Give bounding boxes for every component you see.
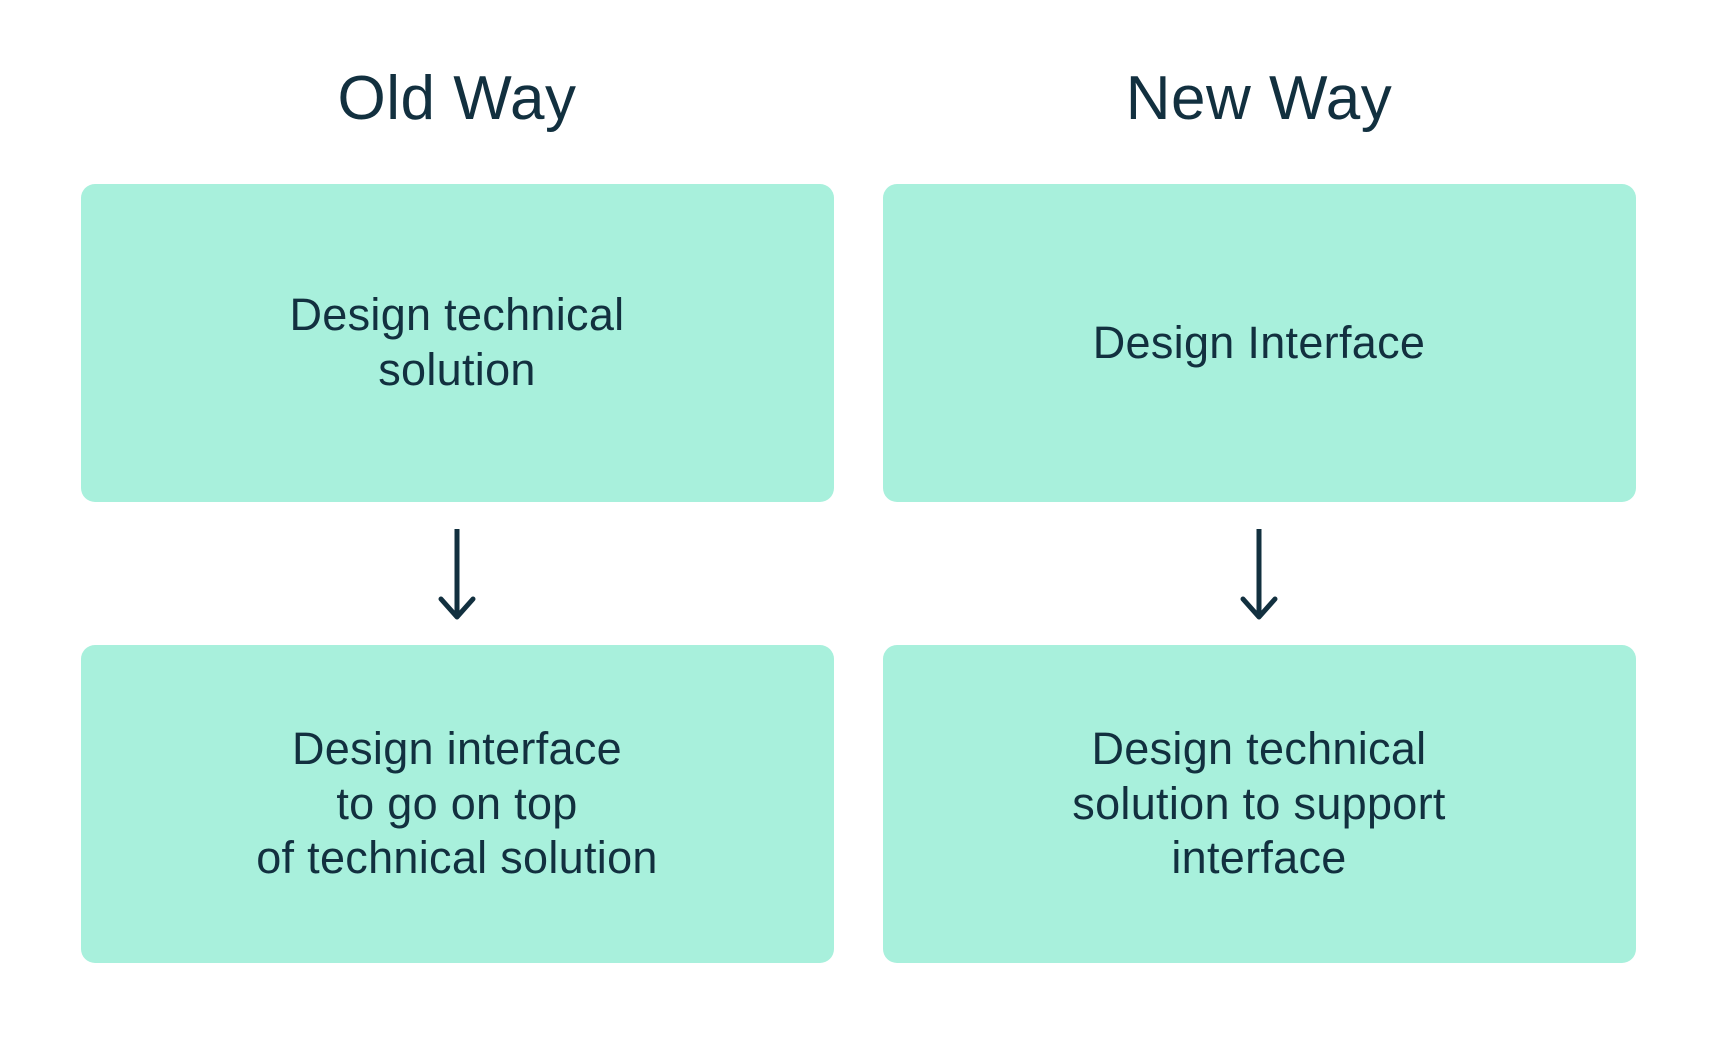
node-old-step-2: Design interface to go on top of technic… [80, 645, 834, 963]
arrow-down-icon [438, 528, 476, 619]
connector-old-way [81, 502, 834, 645]
column-old-way: Old Way Design technical solution Design… [80, 0, 834, 963]
column-title-old-way: Old Way [337, 64, 577, 133]
node-new-step-1-label: Design Interface [1092, 316, 1426, 368]
column-title-new-way: New Way [1125, 64, 1393, 133]
node-old-step-1: Design technical solution [80, 184, 834, 502]
node-new-step-2-label: Design technical solution to support int… [1072, 722, 1446, 884]
column-new-way: New Way Design Interface Design technica… [882, 0, 1636, 963]
node-new-step-2: Design technical solution to support int… [882, 645, 1636, 963]
arrow-down-icon [1240, 528, 1278, 619]
node-old-step-2-label: Design interface to go on top of technic… [256, 722, 658, 884]
node-old-step-1-label: Design technical solution [289, 289, 625, 395]
connector-new-way [883, 502, 1636, 645]
node-new-step-1: Design Interface [882, 184, 1636, 502]
